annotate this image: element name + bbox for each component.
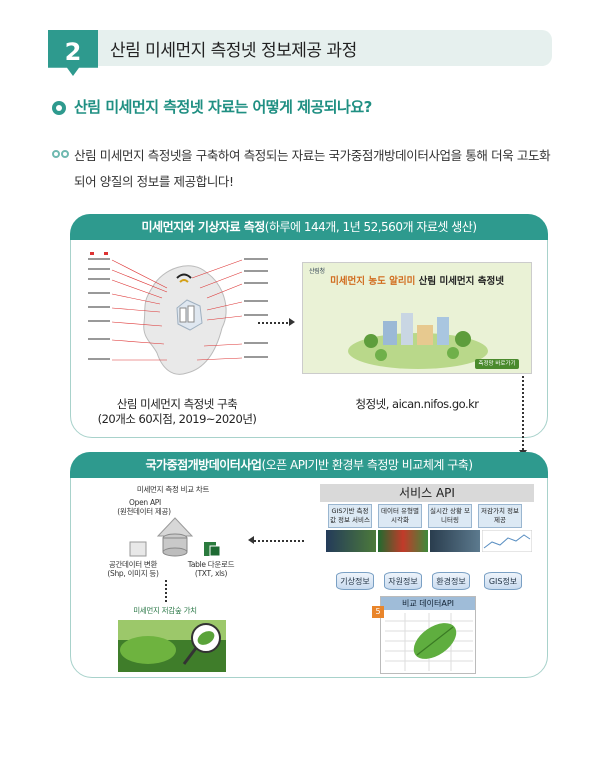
section-title: 산림 미세먼지 측정넷 정보제공 과정 (110, 41, 357, 61)
service-visualization[interactable]: 데이터 유형별 시각화 (378, 504, 422, 528)
network-caption-sub: (20개소 60지점, 2019~2020년) (97, 412, 257, 426)
open-data-header-rest: (오픈 API기반 환경부 측정망 비교체계 구축) (261, 458, 473, 472)
intro-paragraph: 산림 미세먼지 측정넷을 구축하여 측정되는 자료는 국가중점개방데이터사업을 … (74, 148, 551, 189)
visualization-thumbnail (378, 530, 428, 552)
banner-title: 미세먼지 농도 알리미 산림 미세먼지 측정넷 (303, 273, 531, 287)
compare-data-api-header: 비교 데이터API (381, 597, 475, 610)
compare-number-badge: 5 (372, 606, 384, 618)
arrow-head-icon (289, 318, 295, 326)
korea-map-graphic (88, 252, 268, 375)
service-api-header: 서비스 API (320, 484, 534, 502)
service-monitoring[interactable]: 실시간 상황 모니터링 (428, 504, 472, 528)
service-gis[interactable]: GIS기반 측정값 정보 서비스 (328, 504, 372, 528)
compare-data-api-panel: 비교 데이터API (380, 596, 476, 674)
measurement-box-header: 미세먼지와 기상자료 측정(하루에 144개, 1년 52,560개 자료셋 생… (70, 214, 548, 240)
arrow-left-head-icon (248, 536, 254, 544)
paragraph-bullet-icon (52, 150, 70, 158)
network-caption: 산림 미세먼지 측정넷 구축 (116, 397, 238, 411)
leaf-photo (118, 620, 226, 672)
arrow-to-value (165, 580, 167, 602)
compare-table-graphic (385, 613, 473, 671)
data-flow-graphic (129, 517, 221, 557)
arrow-down (522, 376, 524, 454)
open-data-header-bold: 국가중점개방데이터사업 (145, 458, 262, 472)
spatial-conversion-sub: (Shp, 이미지 등) (107, 569, 159, 578)
open-data-box-header: 국가중점개방데이터사업(오픈 API기반 환경부 측정망 비교체계 구축) (70, 452, 548, 478)
banner-go-button[interactable]: 측정망 바로가기 (475, 359, 519, 369)
website-caption: 청정넷, aican.nifos.go.kr (355, 397, 480, 411)
banner-title-a: 미세먼지 농도 알리미 (330, 276, 416, 287)
forest-agency-logo: 산림청 (309, 268, 325, 275)
open-api-label: Open API (129, 498, 161, 507)
table-download-label: Table 다운로드 (187, 560, 235, 569)
city-forest-illustration (348, 313, 488, 369)
question-bullet-icon (52, 101, 66, 115)
open-api-sub: (원천데이터 제공) (117, 507, 171, 516)
cleannet-website-banner[interactable]: 산림청 미세먼지 농도 알리미 산림 미세먼지 측정넷 측정망 바로가기 (302, 262, 532, 374)
weather-db: 기상정보 (336, 572, 374, 590)
section-header-bar (48, 30, 552, 66)
gis-map-thumbnail (326, 530, 376, 552)
monitoring-thumbnail (430, 530, 480, 552)
value-chart-thumbnail (482, 530, 532, 552)
section-number: 2 (48, 30, 98, 76)
gis-db: GIS정보 (484, 572, 522, 590)
measurement-header-rest: (하루에 144개, 1년 52,560개 자료셋 생산) (264, 220, 477, 234)
resource-db: 자원정보 (384, 572, 422, 590)
measurement-header-bold: 미세먼지와 기상자료 측정 (141, 220, 265, 234)
forest-value-label: 미세먼지 저감숲 가치 (133, 606, 197, 615)
comparison-chart-label: 미세먼지 측정 비교 차트 (136, 485, 210, 494)
service-value-info[interactable]: 저감가치 정보제공 (478, 504, 522, 528)
arrow-to-openapi (254, 540, 304, 542)
banner-title-b: 산림 미세먼지 측정넷 (418, 276, 504, 287)
table-download-sub: (TXT, xls) (194, 569, 228, 578)
arrow-to-banner (258, 322, 292, 324)
environment-db: 환경정보 (432, 572, 470, 590)
spatial-conversion-label: 공간데이터 변환 (108, 560, 158, 569)
question-heading: 산림 미세먼지 측정넷 자료는 어떻게 제공되나요? (74, 98, 372, 116)
